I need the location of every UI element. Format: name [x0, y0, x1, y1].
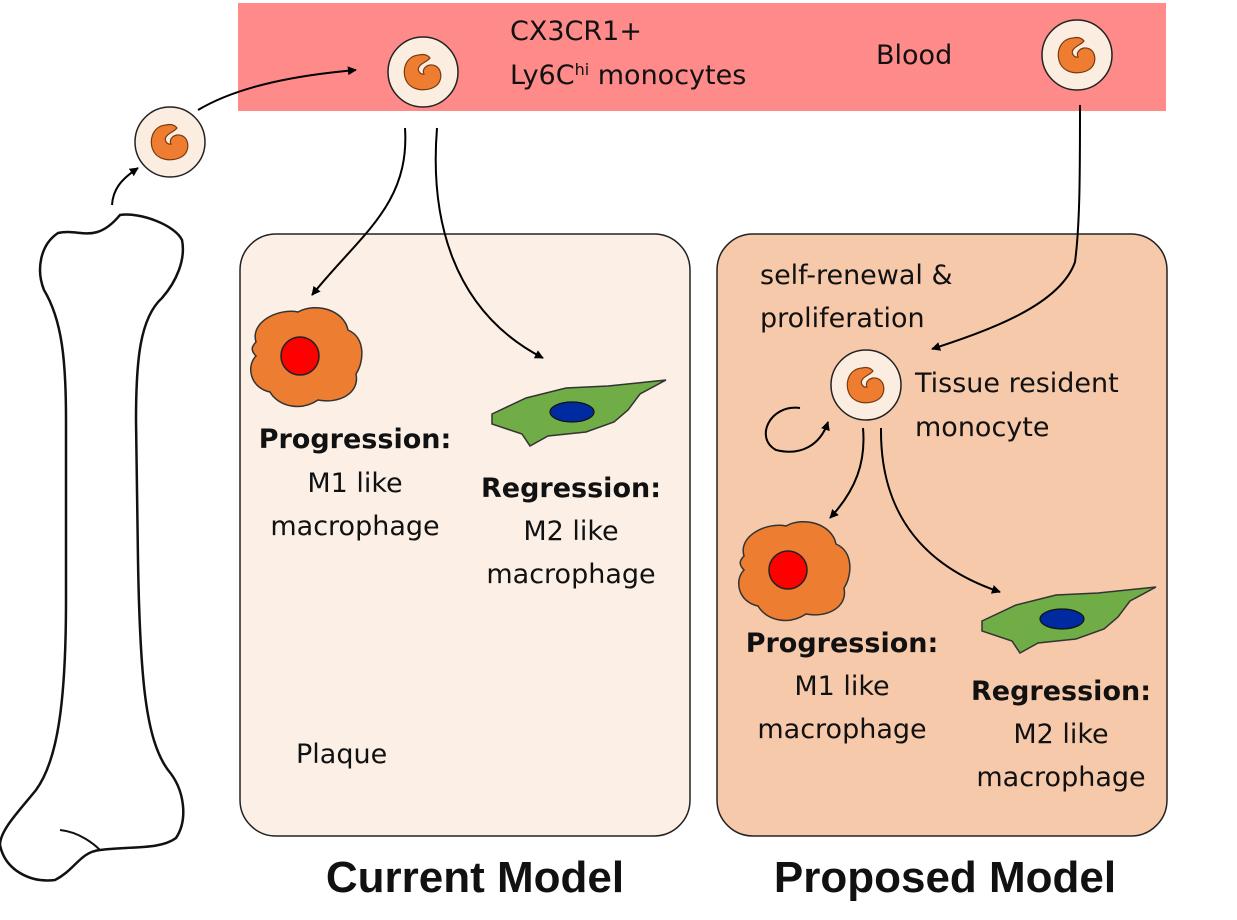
arrow-blood-to-m2-current — [434, 127, 544, 359]
arrow-blood-to-m1-current — [311, 127, 407, 296]
circulating-monocyte-icon — [134, 106, 206, 178]
arrow-resident-to-m1-proposed — [829, 427, 865, 519]
proposed-progression-heading: Progression: — [745, 628, 939, 659]
blood-monocyte-icon-right — [1041, 19, 1113, 91]
monocyte-marker-superscript: hi — [574, 60, 590, 79]
proposed-progression-line1: M1 like — [794, 671, 890, 702]
monocyte-type-suffix: monocytes — [589, 60, 747, 91]
arrow-blood-to-tissue-resident-monocyte — [931, 104, 1081, 351]
femur-condyle-line — [59, 829, 101, 851]
current-progression-line1: M1 like — [307, 468, 403, 499]
monocyte-marker-ly6c: Ly6C — [510, 60, 575, 91]
current-progression-heading: Progression: — [258, 424, 452, 455]
m1-macrophage-icon-current — [249, 306, 363, 408]
arrow-circulating-to-blood-monocyte — [197, 66, 357, 111]
current-regression-heading: Regression: — [480, 473, 662, 504]
proposed-model-title: Proposed Model — [773, 853, 1117, 902]
blood-label: Blood — [876, 40, 953, 71]
current-regression-line1: M2 like — [523, 516, 619, 547]
monocyte-type-line2: Ly6Chi monocytes — [510, 60, 747, 91]
current-progression-line2: macrophage — [270, 511, 440, 542]
proposed-regression-heading: Regression: — [970, 676, 1152, 707]
femur-bone-outline — [0, 213, 185, 882]
tissue-resident-line1: Tissue resident — [915, 368, 1119, 399]
current-regression-line2: macrophage — [486, 559, 656, 590]
self-renewal-line2: proliferation — [760, 303, 925, 334]
plaque-label: Plaque — [296, 739, 388, 770]
current-model-title: Current Model — [325, 853, 625, 902]
tissue-resident-monocyte-icon — [830, 349, 902, 421]
m1-macrophage-icon-proposed — [737, 520, 851, 622]
blood-monocyte-icon — [387, 36, 459, 108]
proposed-progression-line2: macrophage — [757, 714, 927, 745]
proposed-regression-line1: M2 like — [1013, 719, 1109, 750]
tissue-resident-line2: monocyte — [915, 412, 1050, 443]
blood-band — [238, 3, 1166, 111]
proposed-regression-line2: macrophage — [976, 762, 1146, 793]
proposed-model-panel — [716, 233, 1168, 837]
self-renewal-loop-arrow — [764, 406, 830, 453]
self-renewal-line1: self-renewal & — [760, 260, 953, 291]
arrow-bone-to-circulating-monocyte — [111, 167, 139, 206]
monocyte-type-line1: CX3CR1+ — [510, 16, 642, 47]
arrow-resident-to-m2-proposed — [879, 427, 1001, 594]
